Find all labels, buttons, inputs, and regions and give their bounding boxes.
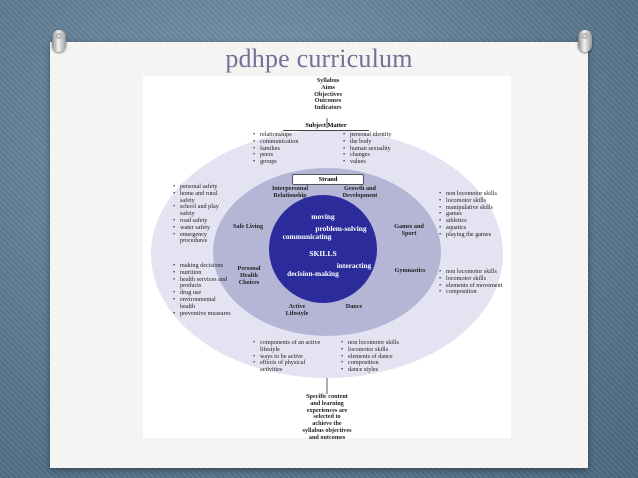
skill-interacting: interacting bbox=[336, 261, 372, 270]
subject-matter-left-list: relationshipscommunicationfamiliespeersg… bbox=[253, 131, 323, 166]
strand-active-lifestyle: Active Lifestyle bbox=[285, 303, 309, 317]
strand-interpersonal: Interpersonal Relationship bbox=[271, 185, 309, 199]
pin-right-icon bbox=[578, 30, 592, 52]
slide-title: pdhpe curriculum bbox=[225, 44, 413, 73]
diagram-circles bbox=[151, 118, 503, 394]
gymnastics-list: non locomotor skillslocomotor skillselem… bbox=[439, 268, 505, 296]
skills-heading: SKILLS bbox=[309, 249, 337, 258]
inner-circle bbox=[269, 195, 377, 303]
strand-personal-health: Personal Health Choices bbox=[237, 265, 261, 286]
dance-list: non locomotor skillslocomotor skillselem… bbox=[341, 339, 415, 374]
safe-living-list: personal safetyhome and rural safetyscho… bbox=[173, 183, 231, 245]
skill-moving: moving bbox=[311, 212, 335, 221]
strand-growth: Growth and Development bbox=[342, 185, 378, 199]
skill-decision-making: decision-making bbox=[287, 269, 339, 278]
games-sport-list: non locomotor skillslocomotor skillsmani… bbox=[439, 190, 505, 239]
personal-health-list: making decisionsnutritionhealth services… bbox=[173, 262, 231, 317]
strand-gymnastics: Gymnastics bbox=[394, 267, 426, 274]
subject-matter-heading: Subject Matter bbox=[283, 122, 369, 131]
strand-safe-living: Safe Living bbox=[232, 223, 264, 230]
active-lifestyle-list: components of an active lifestyleways to… bbox=[253, 339, 327, 374]
strand-games-sport: Games and Sport bbox=[394, 223, 424, 237]
pin-left-icon bbox=[52, 30, 66, 52]
strand-dance: Dance bbox=[345, 303, 363, 310]
strand-label: Strand bbox=[292, 174, 364, 185]
skill-communicating: communicating bbox=[282, 232, 332, 241]
skill-problem-solving: problem-solving bbox=[315, 224, 367, 233]
subject-matter-right-list: personal identitythe bodyhuman sexuality… bbox=[343, 131, 413, 166]
